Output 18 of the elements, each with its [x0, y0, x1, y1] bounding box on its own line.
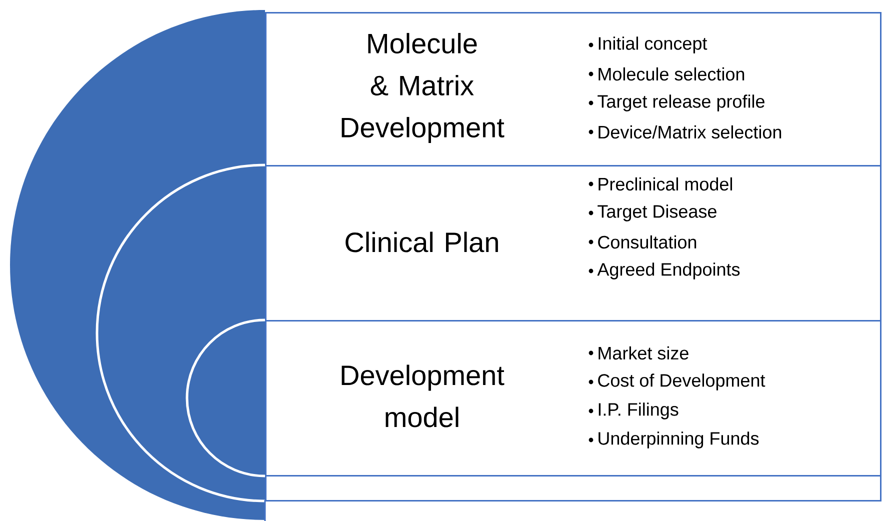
- bullet-item: Target release profile: [598, 94, 764, 112]
- band-title: Clinical Plan: [346, 232, 498, 252]
- bullet-item: Consultation: [598, 235, 696, 249]
- bullet-item: Market size: [598, 346, 688, 360]
- bullet-item: Underpinning Funds: [598, 432, 759, 448]
- band: [265, 475, 882, 502]
- bullet-item: Target Disease: [598, 204, 716, 222]
- band: [265, 12, 882, 166]
- bullet-item: Molecule selection: [598, 67, 744, 81]
- bullet-item: Cost of Development: [598, 374, 766, 390]
- bullet-item: Device/Matrix selection: [598, 125, 782, 139]
- bullet-item: Agreed Endpoints: [597, 262, 740, 280]
- band-title: Development model: [342, 364, 504, 428]
- band-title: Molecule & Matrix Development: [342, 32, 504, 144]
- bullet-item: Initial concept: [598, 36, 708, 54]
- band: [265, 165, 882, 322]
- bullet-item: I.P. Filings: [598, 402, 678, 420]
- bullet-item: Preclinical model: [598, 177, 732, 191]
